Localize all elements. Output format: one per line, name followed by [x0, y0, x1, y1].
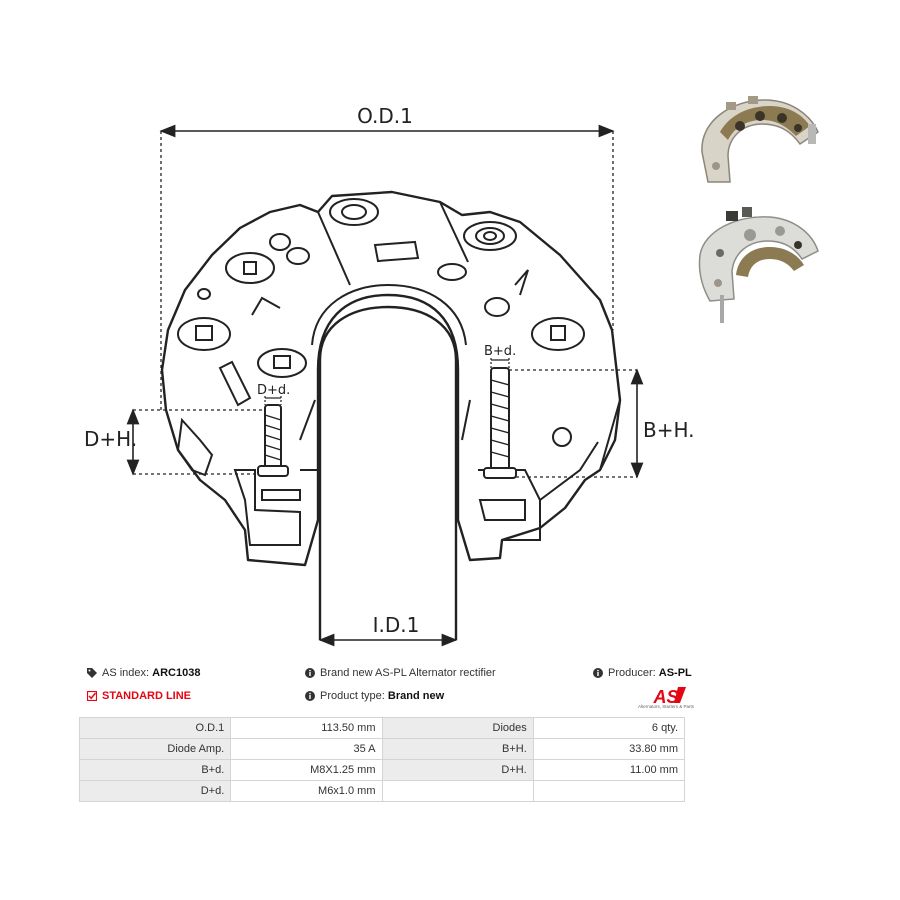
checkbox-icon: [87, 691, 97, 701]
id-label: I.D.1: [373, 613, 420, 637]
rectifier-technical-drawing: O.D.1: [84, 104, 695, 647]
info-icon: [305, 691, 315, 701]
bd-label: B+d.: [484, 344, 516, 359]
bh-dimension: B+H.: [509, 368, 695, 479]
as-index: AS index: ARC1038: [87, 667, 200, 679]
table-row: D+d. M6x1.0 mm: [78, 780, 686, 802]
dd-label: D+d.: [257, 383, 290, 398]
spec-value: 11.00 mm: [532, 759, 686, 781]
line-badge: STANDARD LINE: [87, 690, 191, 702]
dd-dimension: D+d.: [257, 383, 290, 405]
bh-label: B+H.: [643, 418, 695, 442]
spec-value: 6 qty.: [532, 717, 686, 739]
product-type-label: Product type:: [320, 690, 385, 702]
spec-label: Diodes: [381, 717, 534, 739]
spec-table: O.D.1 113.50 mm Diodes 6 qty. Diode Amp.…: [78, 717, 686, 802]
info-icon: [593, 668, 603, 678]
b-bolt: [483, 367, 517, 479]
dh-label: D+H.: [84, 427, 137, 451]
logo-text: AS: [652, 687, 678, 707]
table-row: O.D.1 113.50 mm Diodes 6 qty.: [78, 717, 686, 739]
dh-dimension: D+H.: [84, 408, 265, 476]
tag-icon: [87, 668, 97, 678]
spec-value: 35 A: [230, 738, 383, 760]
info-icon: [305, 668, 315, 678]
as-index-label: AS index:: [102, 667, 150, 679]
spec-label: D+H.: [381, 759, 534, 781]
table-row: Diode Amp. 35 A B+H. 33.80 mm: [78, 738, 686, 760]
spec-label: Diode Amp.: [78, 738, 232, 760]
spec-value: M6x1.0 mm: [230, 780, 383, 802]
d-bolt: [257, 404, 289, 477]
spec-value: 113.50 mm: [230, 717, 383, 739]
spec-label: D+d.: [78, 780, 232, 802]
producer-label: Producer:: [608, 667, 656, 679]
as-pl-logo: AS: [652, 687, 686, 707]
producer-info: Producer: AS-PL: [593, 667, 692, 679]
brand-text: Brand new AS-PL Alternator rectifier: [320, 667, 496, 679]
product-photo-bottom: [698, 207, 819, 323]
spec-label: O.D.1: [78, 717, 232, 739]
od-dimension: O.D.1: [159, 104, 615, 410]
spec-value: M8X1.25 mm: [230, 759, 383, 781]
spec-label: B+d.: [78, 759, 232, 781]
product-type: Product type: Brand new: [305, 690, 444, 702]
spec-label: [381, 780, 534, 802]
rectifier-details: [176, 198, 621, 640]
spec-value: [532, 780, 686, 802]
producer-value: AS-PL: [658, 667, 692, 679]
logo-subtitle: Alternators, Starters & Parts: [637, 704, 694, 709]
product-type-value: Brand new: [387, 690, 445, 702]
rectifier-body: [160, 190, 622, 567]
id-dimension: I.D.1: [318, 613, 458, 647]
bd-dimension: B+d.: [484, 344, 516, 368]
brand-info: Brand new AS-PL Alternator rectifier: [305, 667, 496, 679]
od-label: O.D.1: [357, 104, 413, 128]
standard-line-label: STANDARD LINE: [102, 690, 192, 702]
spec-value: 33.80 mm: [532, 738, 686, 760]
table-row: B+d. M8X1.25 mm D+H. 11.00 mm: [78, 759, 686, 781]
product-photo-top: [701, 96, 819, 183]
as-index-value: ARC1038: [152, 667, 201, 679]
spec-label: B+H.: [381, 738, 534, 760]
